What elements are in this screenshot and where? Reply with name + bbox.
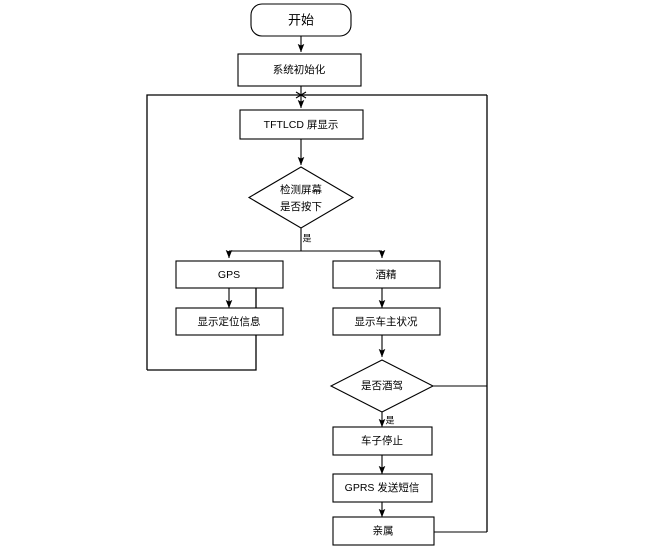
node-gps[interactable]: GPS bbox=[175, 260, 284, 289]
node-start-shape bbox=[250, 3, 352, 37]
node-relatives-label: 亲属 bbox=[373, 524, 394, 537]
node-car-stop-label: 车子停止 bbox=[361, 434, 403, 447]
node-gprs-send-sms-label: GPRS 发送短信 bbox=[345, 481, 420, 494]
node-show-location-shape bbox=[175, 307, 284, 336]
node-gps-label: GPS bbox=[218, 269, 240, 281]
node-show-location[interactable]: 显示定位信息 bbox=[175, 307, 284, 336]
node-gprs-send-sms[interactable]: GPRS 发送短信 bbox=[332, 473, 433, 503]
node-alcohol-shape bbox=[332, 260, 441, 289]
node-system-init-label: 系统初始化 bbox=[273, 63, 326, 76]
node-tftlcd-display-label: TFTLCD 屏显示 bbox=[264, 119, 339, 131]
node-gprs-send-sms-shape bbox=[332, 473, 433, 503]
node-show-owner-status[interactable]: 显示车主状况 bbox=[332, 307, 441, 336]
node-tftlcd-display-shape bbox=[239, 109, 364, 140]
node-tftlcd-display[interactable]: TFTLCD 屏显示 bbox=[239, 109, 364, 140]
node-show-location-label: 显示定位信息 bbox=[198, 315, 261, 328]
node-relatives[interactable]: 亲属 bbox=[332, 516, 435, 546]
node-is-drunk-driving-label: 是否酒驾 bbox=[361, 379, 403, 392]
node-is-drunk-driving-shape bbox=[329, 359, 435, 413]
node-start-label: 开始 bbox=[288, 12, 314, 27]
node-show-owner-status-label: 显示车主状况 bbox=[355, 315, 418, 328]
node-detect-touch-label-line1: 检测屏幕 bbox=[280, 183, 322, 196]
node-relatives-shape bbox=[332, 516, 435, 546]
edge-label-drunk-yes: 是 bbox=[385, 415, 394, 425]
node-car-stop[interactable]: 车子停止 bbox=[332, 426, 433, 456]
node-detect-touch-label-line2: 是否按下 bbox=[280, 200, 322, 213]
edge-label-touch-yes: 是 bbox=[302, 233, 311, 243]
node-car-stop-shape bbox=[332, 426, 433, 456]
node-gps-shape bbox=[175, 260, 284, 289]
node-detect-touch-shape bbox=[247, 166, 355, 229]
node-alcohol-label: 酒精 bbox=[376, 268, 397, 281]
node-show-owner-status-shape bbox=[332, 307, 441, 336]
node-system-init-shape bbox=[237, 53, 362, 87]
node-start[interactable]: 开始 bbox=[250, 3, 352, 37]
node-system-init[interactable]: 系统初始化 bbox=[237, 53, 362, 87]
node-detect-touch[interactable]: 检测屏幕 是否按下 bbox=[247, 166, 355, 229]
node-is-drunk-driving[interactable]: 是否酒驾 bbox=[329, 359, 435, 413]
loop-left-return-line bbox=[146, 94, 487, 370]
node-alcohol[interactable]: 酒精 bbox=[332, 260, 441, 289]
